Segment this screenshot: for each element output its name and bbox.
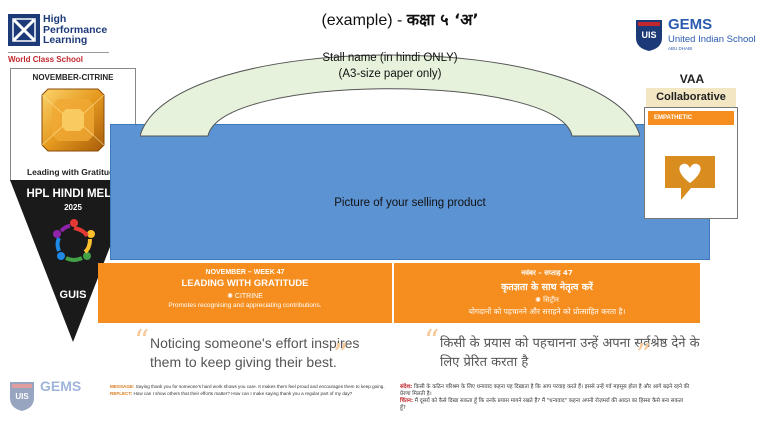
gems-uis-watermark-logo: UIS GEMS — [8, 378, 103, 418]
citrine-card: NOVEMBER-CITRINE Leading with Gratitude — [10, 68, 136, 181]
hpl-line3: Learning — [43, 34, 88, 46]
collaborative-badge: Collaborative — [646, 88, 736, 107]
stall-name-line1: Stall name (in hindi ONLY) — [322, 52, 458, 64]
citrine-caption: Leading with Gratitude — [26, 167, 120, 177]
band-en-description: Promotes recognising and appreciating co… — [168, 302, 322, 309]
gems-wordmark: GEMS — [668, 16, 713, 33]
message-label-hi: संदेश: — [400, 384, 413, 390]
page-title-class: कक्षा ५ ‘अ’ — [406, 10, 479, 29]
quote-hindi: किसी के प्रयास को पहचानना उन्हें अपना सर… — [440, 336, 700, 370]
message-text-hi: किसी के कठिन परिश्रम के लिए धन्यवाद कहना… — [400, 384, 690, 397]
message-label: MESSAGE: — [110, 384, 135, 389]
gems-uis-logo: UIS GEMS United Indian School ABU DHABI — [634, 14, 756, 58]
message-text: Saying thank you for someone's hard work… — [135, 384, 385, 389]
product-picture-area[interactable] — [110, 124, 710, 260]
unity-hands-icon — [53, 219, 95, 262]
band-en-gem: ✺ CITRINE — [227, 293, 263, 300]
uis-mark: UIS — [641, 30, 657, 40]
stall-name-line2: (A3-size paper only) — [338, 68, 442, 80]
citrine-gem-icon — [41, 88, 105, 152]
gems-wordmark-bottom: GEMS — [40, 378, 82, 394]
hpl-divider — [8, 52, 109, 53]
stall-name-arch[interactable] — [140, 18, 640, 138]
school-name: United Indian School — [668, 34, 756, 45]
band-hi-description: योगदानों को पहचानने और सराहने को प्रोत्स… — [468, 307, 626, 316]
uis-shield-icon — [10, 382, 34, 411]
message-reflect-english: MESSAGE: Saying thank you for someone's … — [110, 384, 390, 397]
heart-speech-bubble-icon — [665, 156, 715, 200]
page-title-prefix: (example) - — [321, 12, 407, 29]
vaa-label: VAA — [679, 72, 705, 86]
open-quote-icon: “ — [424, 324, 440, 359]
stall-name-instructions: Stall name (in hindi ONLY) (A3-size pape… — [290, 50, 490, 82]
value-band-hindi: नवंबर – सप्ताह 47 कृतज्ञता के साथ नेतृत्… — [394, 263, 700, 323]
value-band-english: NOVEMBER – WEEK 47 LEADING WITH GRATITUD… — [98, 263, 392, 323]
uis-shield-icon — [636, 20, 662, 51]
hpl-line2: Performance — [43, 23, 108, 36]
band-hi-title: कृतज्ञता के साथ नेतृत्व करें — [501, 282, 593, 293]
reflect-text-hi: मैं दूसरों को कैसे दिखा सकता हूँ कि उनके… — [400, 398, 684, 411]
empathetic-card: EMPATHETIC — [644, 107, 738, 219]
mela-school-label: GUIS — [59, 289, 87, 301]
close-quote-icon: ” — [333, 338, 349, 373]
reflect-label: REFLECT: — [110, 390, 133, 396]
empathetic-header: EMPATHETIC — [648, 111, 734, 125]
band-hi-week: नवंबर – सप्ताह 47 — [521, 269, 573, 277]
reflect-text: How can I show others that their efforts… — [133, 390, 353, 396]
band-en-week: NOVEMBER – WEEK 47 — [205, 269, 285, 276]
uis-mark-bottom: UIS — [15, 392, 29, 401]
mela-title: HPL HINDI MELA — [26, 188, 120, 200]
band-hi-gem: ✺ सिट्रीन — [535, 296, 559, 304]
world-class-tagline: World Class School — [8, 55, 83, 64]
open-quote-icon: “ — [134, 324, 150, 359]
hpl-mark-icon — [8, 14, 40, 46]
page-title: (example) - कक्षा ५ ‘अ’ — [250, 8, 550, 30]
band-en-title: LEADING WITH GRATITUDE — [181, 278, 309, 289]
sun-icon: ✺ — [535, 296, 544, 304]
sun-icon: ✺ — [227, 293, 235, 300]
hpl-logo: High Performance Learning — [8, 14, 110, 54]
product-label: Picture of your selling product — [334, 197, 486, 209]
school-city: ABU DHABI — [668, 46, 693, 51]
close-quote-icon: ” — [636, 338, 652, 373]
mela-year: 2025 — [64, 203, 82, 212]
citrine-month-label: NOVEMBER-CITRINE — [32, 73, 114, 82]
quote-english: Noticing someone's effort inspires them … — [150, 335, 360, 370]
message-reflect-hindi: संदेश: किसी के कठिन परिश्रम के लिए धन्यव… — [400, 384, 690, 412]
reflect-label-hi: चिंतन: — [400, 398, 414, 404]
hpl-line1: High — [43, 13, 67, 25]
